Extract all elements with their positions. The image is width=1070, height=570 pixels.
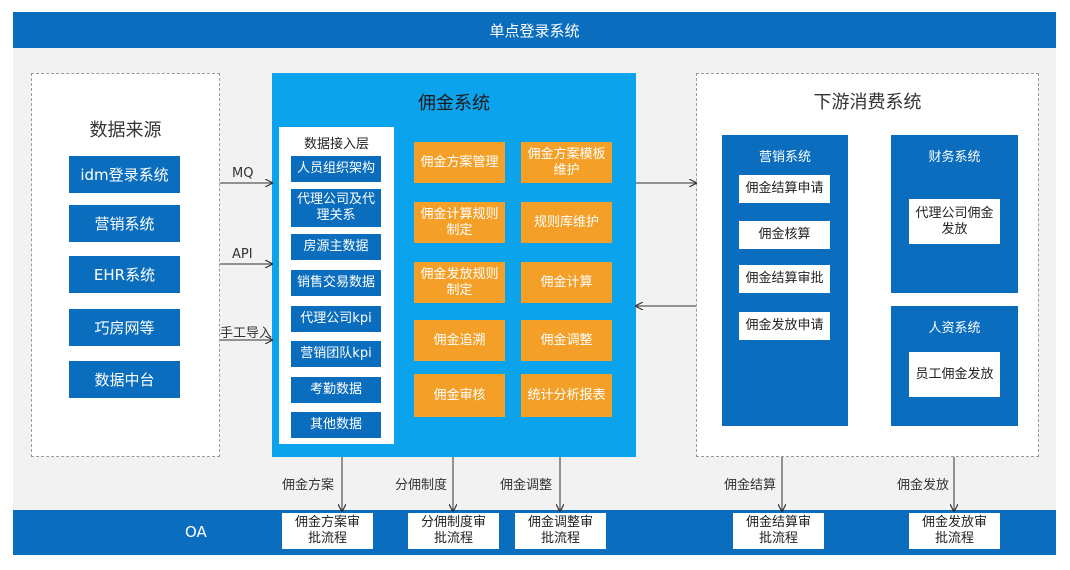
module-trace: 佣金追溯 (414, 320, 505, 361)
flow-label-settle: 佣金结算 (724, 478, 777, 493)
marketing-item: 佣金结算审批 (739, 265, 830, 293)
module-adjustment: 佣金调整 (521, 320, 612, 361)
flow-label-scheme: 佣金方案 (282, 478, 335, 493)
ingest-item: 营销团队kpi (291, 341, 381, 367)
source-item-datacenter: 数据中台 (69, 361, 180, 398)
ingest-item: 考勤数据 (291, 377, 381, 403)
source-item-qiaofang: 巧房网等 (69, 309, 180, 346)
module-rule-library: 规则库维护 (521, 202, 612, 243)
oa-box-policy: 分佣制度审批流程 (408, 513, 499, 549)
oa-box-settle: 佣金结算审批流程 (733, 513, 824, 549)
source-item-idm: idm登录系统 (69, 156, 180, 193)
module-calc-rules: 佣金计算规则制定 (414, 202, 505, 243)
downstream-finance-title: 财务系统 (928, 150, 981, 165)
flow-label-adjust: 佣金调整 (500, 478, 553, 493)
ingest-layer-title: 数据接入层 (303, 137, 369, 152)
module-scheme-mgmt: 佣金方案管理 (414, 142, 505, 183)
ingest-item: 房源主数据 (291, 234, 381, 260)
sso-bar-label: 单点登录系统 (489, 21, 580, 40)
module-calculation: 佣金计算 (521, 262, 612, 303)
finance-item: 代理公司佣金发放 (909, 199, 1000, 244)
flow-label-payout: 佣金发放 (897, 478, 950, 493)
oa-box-payout: 佣金发放审批流程 (909, 513, 1000, 549)
connector-mq-label: MQ (232, 166, 254, 181)
marketing-item: 佣金核算 (739, 221, 830, 249)
hr-item: 员工佣金发放 (909, 352, 1000, 397)
downstream-hr-title: 人资系统 (928, 321, 981, 336)
downstream-marketing-title: 营销系统 (758, 150, 811, 165)
ingest-item: 代理公司及代理关系 (291, 189, 381, 227)
module-scheme-template: 佣金方案模板维护 (521, 142, 612, 183)
data-sources-title: 数据来源 (89, 120, 162, 141)
marketing-item: 佣金发放申请 (739, 312, 830, 340)
oa-box-adjust: 佣金调整审批流程 (515, 513, 606, 549)
ingest-item: 其他数据 (291, 412, 381, 438)
sso-bar: 单点登录系统 (13, 12, 1056, 48)
connector-manual-label: 手工导入 (220, 326, 273, 341)
oa-label: OA (185, 523, 207, 541)
commission-system-title: 佣金系统 (418, 93, 490, 114)
oa-box-scheme: 佣金方案审批流程 (282, 513, 373, 549)
ingest-item: 人员组织架构 (291, 156, 381, 182)
source-item-ehr: EHR系统 (69, 256, 180, 293)
module-reports: 统计分析报表 (521, 374, 612, 417)
module-payout-rules: 佣金发放规则制定 (414, 262, 505, 303)
ingest-item: 代理公司kpi (291, 306, 381, 332)
flow-label-policy: 分佣制度 (395, 478, 448, 493)
module-audit: 佣金审核 (414, 374, 505, 417)
downstream-title: 下游消费系统 (813, 92, 922, 113)
ingest-item: 销售交易数据 (291, 270, 381, 296)
marketing-item: 佣金结算申请 (739, 175, 830, 203)
connector-api-label: API (232, 247, 253, 262)
source-item-marketing: 营销系统 (69, 205, 180, 242)
